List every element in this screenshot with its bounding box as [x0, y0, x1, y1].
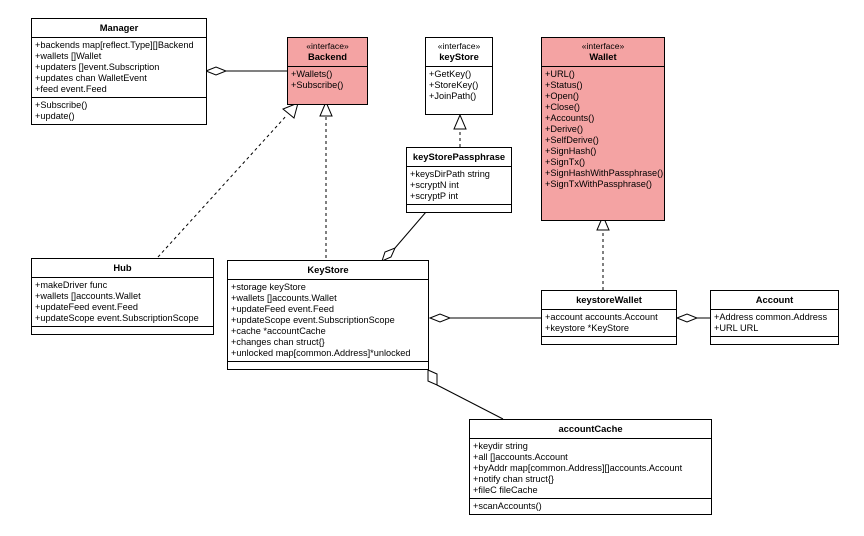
attributes-section: +account accounts.Account +keystore *Key…: [542, 310, 676, 337]
operation: +Status(): [545, 80, 583, 90]
class-name: KeyStore: [307, 264, 349, 275]
operation: +SignTxWithPassphrase(): [545, 179, 652, 189]
class-name: Wallet: [589, 51, 617, 62]
operations-section: +scanAccounts(): [470, 499, 711, 514]
operations-section: +GetKey() +StoreKey() +JoinPath(): [426, 67, 492, 114]
attribute: +changes chan struct{}: [231, 337, 325, 347]
operations-section: [407, 205, 511, 212]
operation: +SelfDerive(): [545, 135, 599, 145]
keystorepassphrase-class: keyStorePassphrase +keysDirPath string +…: [406, 147, 512, 213]
hub-backend-realization: [157, 102, 299, 258]
attribute: +storage keyStore: [231, 282, 306, 292]
attribute: +Address common.Address: [714, 312, 828, 322]
attributes-section: +storage keyStore +wallets []accounts.Wa…: [228, 280, 428, 362]
keystore-backend-realization: [319, 100, 333, 258]
attribute: +keystore *KeyStore: [545, 323, 630, 333]
attributes-section: +keydir string +all []accounts.Account +…: [470, 439, 711, 499]
class-name: accountCache: [558, 423, 623, 434]
attributes-section: +backends map[reflect.Type][]Backend +wa…: [32, 38, 206, 98]
attributes-section: +keysDirPath string +scryptN int +scrypt…: [407, 167, 511, 205]
keystorewallet-class: keystoreWallet +account accounts.Account…: [541, 290, 677, 345]
attributes-section: +Address common.Address +URL URL: [711, 310, 838, 337]
attribute: +keysDirPath string: [410, 169, 490, 179]
keystore-class: KeyStore +storage keyStore +wallets []ac…: [227, 260, 429, 370]
attribute: +byAddr map[common.Address][]accounts.Ac…: [473, 463, 683, 473]
class-name: keyStore: [439, 51, 479, 62]
class-name: keyStorePassphrase: [412, 151, 506, 162]
operation: +scanAccounts(): [473, 501, 542, 511]
operation: +SignTx(): [545, 157, 586, 167]
account-class: Account +Address common.Address +URL URL: [710, 290, 839, 345]
operation: +Open(): [545, 91, 579, 101]
operation: +SignHash(): [545, 146, 597, 156]
attribute: +updaters []event.Subscription: [35, 62, 160, 72]
attribute: +updateScope event.SubscriptionScope: [231, 315, 395, 325]
attribute: +updateScope event.SubscriptionScope: [35, 313, 199, 323]
attribute: +wallets []accounts.Wallet: [231, 293, 337, 303]
class-name: Hub: [113, 262, 132, 273]
backend-interface: «interface» Backend +Wallets() +Subscrib…: [287, 37, 368, 105]
attribute: +updateFeed event.Feed: [35, 302, 138, 312]
operations-section: +Subscribe() +update(): [32, 98, 206, 124]
operations-section: [711, 337, 838, 344]
passphrase-keystore-realization: [453, 113, 467, 147]
keystorewallet-keystore-aggregation: [428, 313, 541, 323]
class-name: Manager: [99, 22, 139, 33]
attribute: +scryptN int: [410, 180, 459, 190]
wallet-interface: «interface» Wallet +URL() +Status() +Ope…: [541, 37, 665, 221]
operation: +JoinPath(): [429, 91, 477, 101]
attribute: +makeDriver func: [35, 280, 108, 290]
class-name: Backend: [307, 51, 348, 62]
operations-section: [228, 362, 428, 369]
attribute: +account accounts.Account: [545, 312, 658, 322]
operation: +Close(): [545, 102, 580, 112]
attribute: +wallets []Wallet: [35, 51, 102, 61]
operation: +Subscribe(): [291, 80, 344, 90]
keystore-interface: «interface» keyStore +GetKey() +StoreKey…: [425, 37, 493, 115]
keystorewallet-account-aggregation: [675, 313, 710, 323]
attribute: +notify chan struct{}: [473, 474, 554, 484]
operation: +StoreKey(): [429, 80, 479, 90]
operations-section: +Wallets() +Subscribe(): [288, 67, 367, 104]
hub-class: Hub +makeDriver func +wallets []accounts…: [31, 258, 214, 335]
class-name: Account: [755, 294, 794, 305]
attribute: +scryptP int: [410, 191, 459, 201]
operation: +Derive(): [545, 124, 584, 134]
manager-class: Manager +backends map[reflect.Type][]Bac…: [31, 18, 207, 125]
attribute: +backends map[reflect.Type][]Backend: [35, 40, 194, 50]
attribute: +all []accounts.Account: [473, 452, 568, 462]
attributes-section: +makeDriver func +wallets []accounts.Wal…: [32, 278, 213, 327]
keystore-accountcache-aggregation: [427, 369, 504, 420]
operations-section: +URL() +Status() +Open() +Close() +Accou…: [542, 67, 664, 220]
operation: +Wallets(): [291, 69, 333, 79]
operation: +GetKey(): [429, 69, 472, 79]
keystore-passphrase-aggregation: [381, 211, 427, 262]
manager-backend-aggregation: [204, 66, 287, 76]
operation: +URL(): [545, 69, 575, 79]
operation: +Accounts(): [545, 113, 595, 123]
stereotype: «interface»: [306, 41, 349, 51]
attribute: +feed event.Feed: [35, 84, 107, 94]
attribute: +fileC fileCache: [473, 485, 538, 495]
attribute: +URL URL: [714, 323, 759, 333]
attribute: +cache *accountCache: [231, 326, 326, 336]
operation: +update(): [35, 111, 75, 121]
attribute: +wallets []accounts.Wallet: [35, 291, 141, 301]
operations-section: [32, 327, 213, 334]
operation: +SignHashWithPassphrase(): [545, 168, 664, 178]
attribute: +updates chan WalletEvent: [35, 73, 147, 83]
stereotype: «interface»: [581, 41, 625, 51]
operations-section: [542, 337, 676, 344]
stereotype: «interface»: [437, 41, 481, 51]
class-name: keystoreWallet: [576, 294, 642, 305]
attribute: +keydir string: [473, 441, 528, 451]
keystorewallet-wallet-realization: [596, 214, 610, 290]
operation: +Subscribe(): [35, 100, 88, 110]
accountcache-class: accountCache +keydir string +all []accou…: [469, 419, 712, 515]
attribute: +updateFeed event.Feed: [231, 304, 334, 314]
attribute: +unlocked map[common.Address]*unlocked: [231, 348, 411, 358]
